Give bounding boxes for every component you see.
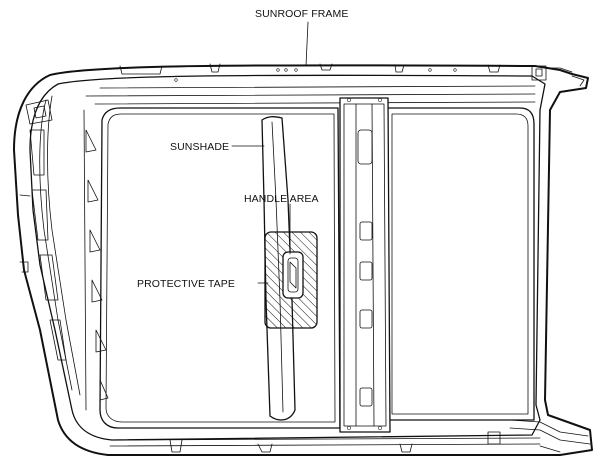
label-protective-tape: PROTECTIVE TAPE xyxy=(137,278,235,290)
leader-lines xyxy=(231,21,309,284)
label-handle-area: HANDLE AREA xyxy=(244,193,319,205)
sunshade-handle xyxy=(282,251,304,299)
center-cross-member xyxy=(339,97,391,433)
label-sunroof-frame: SUNROOF FRAME xyxy=(255,8,348,20)
label-sunshade: SUNSHADE xyxy=(170,141,229,153)
sunroof-frame xyxy=(13,63,593,456)
